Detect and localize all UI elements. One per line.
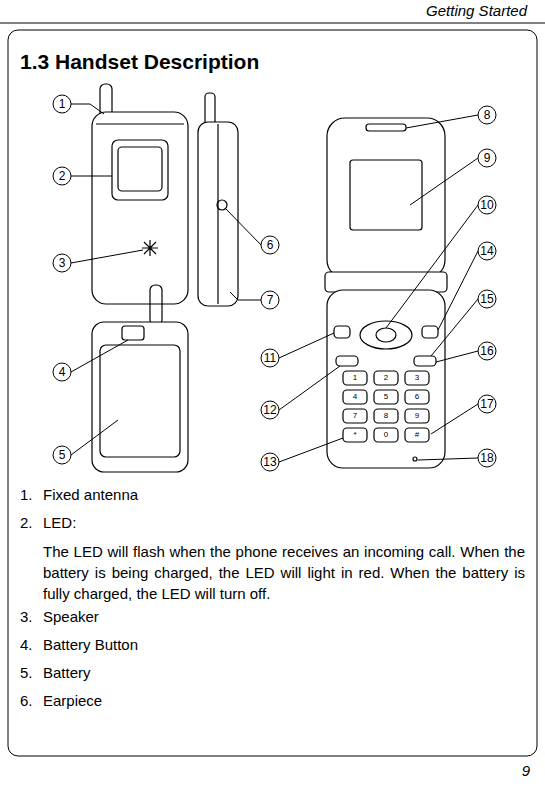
- callout-number: 1: [53, 98, 71, 110]
- callout-number: 4: [53, 366, 71, 378]
- speaker-mark: [142, 240, 158, 256]
- callout-number: 16: [478, 345, 496, 357]
- left-softkey: [334, 326, 350, 338]
- callout-number: 3: [53, 257, 71, 269]
- list-item: LED:: [43, 514, 76, 532]
- key-label: *: [353, 431, 356, 439]
- speaker-slot: [366, 124, 406, 131]
- page-number: 9: [522, 762, 530, 780]
- callout-number: 12: [261, 404, 279, 416]
- callout-number: 9: [478, 152, 496, 164]
- right-softkey: [422, 326, 438, 338]
- open-top: [327, 118, 445, 278]
- callout-number: 17: [478, 398, 496, 410]
- earpiece-jack: [217, 200, 227, 210]
- microphone: [413, 457, 417, 461]
- nav-key: [360, 321, 412, 349]
- callout-circles: [53, 95, 496, 471]
- list-item: 5.: [20, 664, 33, 682]
- key-label: 9: [415, 412, 419, 420]
- keypad: [343, 371, 429, 442]
- list-number: 1.: [20, 486, 33, 504]
- key-label: 0: [384, 431, 388, 439]
- callout-number: 6: [261, 239, 279, 251]
- callout-number: 2: [53, 170, 71, 182]
- battery: [100, 345, 180, 457]
- antenna-back: [150, 285, 162, 325]
- closed-phone: [92, 112, 188, 304]
- led-window: [112, 140, 168, 200]
- end-key: [414, 356, 436, 366]
- list-number: Earpiece: [43, 692, 102, 710]
- callout-number: 14: [478, 245, 496, 257]
- key-label: 5: [384, 393, 388, 401]
- page-frame: [8, 30, 537, 756]
- callout-number: 7: [261, 294, 279, 306]
- description-paragraph: The LED will flash when the phone receiv…: [43, 541, 525, 604]
- key-label: 3: [415, 374, 419, 382]
- list-number: 2.: [20, 514, 33, 532]
- back-phone: [92, 322, 188, 472]
- page-title: 1.3 Handset Description: [20, 50, 259, 74]
- callout-number: 15: [478, 293, 496, 305]
- list-item: 4.: [20, 636, 33, 654]
- hinge: [325, 272, 447, 292]
- running-header: Getting Started: [426, 2, 527, 20]
- list-item: Fixed antenna: [43, 486, 138, 504]
- key-label: 4: [353, 393, 357, 401]
- callout-number: 13: [261, 456, 279, 468]
- callout-number: 10: [478, 199, 496, 211]
- header-rule: [0, 23, 545, 24]
- callout-number: 18: [478, 452, 496, 464]
- battery-button: [122, 326, 144, 340]
- list-number: Battery: [43, 664, 91, 682]
- callout-number: 5: [53, 449, 71, 461]
- callout-number: 8: [478, 109, 496, 121]
- key-label: 1: [353, 374, 357, 382]
- key-label: 7: [353, 412, 357, 420]
- key-label: #: [415, 431, 419, 439]
- callout-number: 11: [261, 352, 279, 364]
- key-label: 6: [415, 393, 419, 401]
- list-item: 6.: [20, 692, 33, 710]
- key-label: 8: [384, 412, 388, 420]
- list-number: Speaker: [43, 608, 99, 626]
- open-bottom: [327, 290, 445, 468]
- side-phone: [198, 122, 238, 306]
- list-item: 3.: [20, 608, 33, 626]
- screen: [350, 160, 422, 230]
- key-label: 2: [384, 374, 388, 382]
- leader-lines: [71, 104, 478, 462]
- send-key: [336, 356, 358, 366]
- list-number: Battery Button: [43, 636, 138, 654]
